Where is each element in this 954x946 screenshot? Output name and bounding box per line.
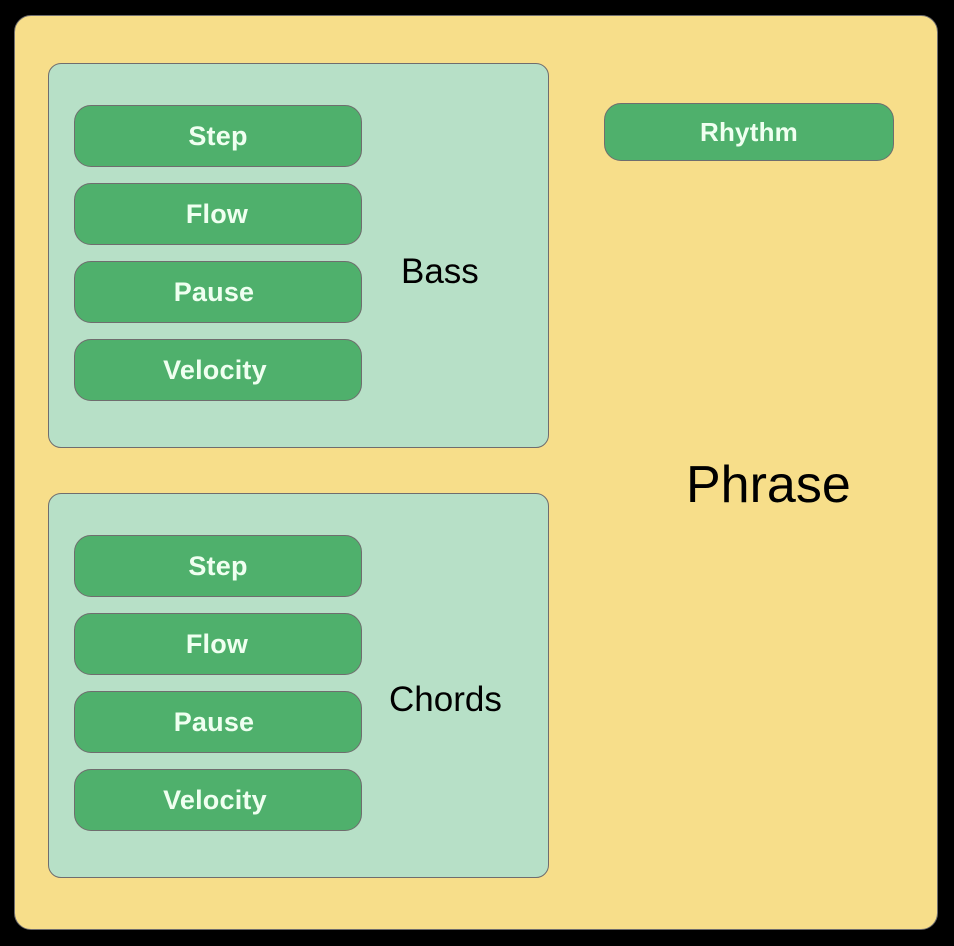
node-label: Pause bbox=[173, 706, 255, 737]
node-bass-pause[interactable]: Pause bbox=[74, 261, 362, 323]
node-bass-velocity[interactable]: Velocity bbox=[74, 339, 362, 401]
group-chords[interactable]: Step Flow Pause Velocity bbox=[48, 493, 549, 878]
node-label: Velocity bbox=[163, 784, 267, 815]
group-label-chords: Chords bbox=[389, 680, 502, 719]
node-rhythm[interactable]: Rhythm bbox=[604, 103, 894, 161]
node-label: Velocity bbox=[163, 354, 267, 385]
group-bass[interactable]: Step Flow Pause Velocity bbox=[48, 63, 549, 448]
node-label: Flow bbox=[185, 628, 249, 659]
group-label-bass: Bass bbox=[401, 252, 479, 291]
node-label: Step bbox=[188, 120, 248, 151]
group-label-phrase: Phrase bbox=[686, 456, 851, 514]
node-chords-flow[interactable]: Flow bbox=[74, 613, 362, 675]
node-bass-flow[interactable]: Flow bbox=[74, 183, 362, 245]
node-label: Flow bbox=[185, 198, 249, 229]
node-label: Rhythm bbox=[700, 116, 798, 147]
node-bass-step[interactable]: Step bbox=[74, 105, 362, 167]
node-chords-step[interactable]: Step bbox=[74, 535, 362, 597]
node-label: Pause bbox=[173, 276, 255, 307]
node-label: Step bbox=[188, 550, 248, 581]
phrase-container[interactable]: Step Flow Pause Velocity Step Flow Pause bbox=[14, 15, 938, 930]
node-chords-velocity[interactable]: Velocity bbox=[74, 769, 362, 831]
node-chords-pause[interactable]: Pause bbox=[74, 691, 362, 753]
